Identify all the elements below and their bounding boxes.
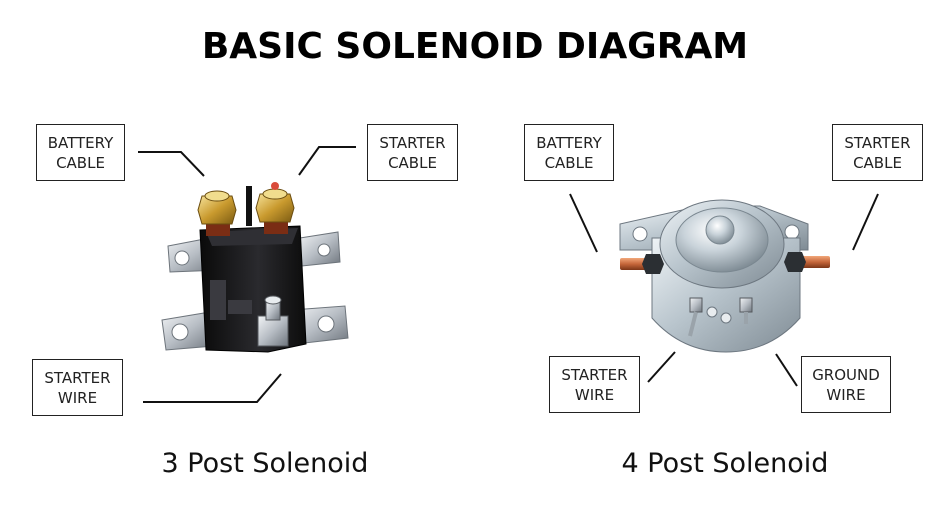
leader-ground-wire-right (775, 353, 798, 387)
right-small-terminals (688, 297, 753, 337)
label-starter-wire-right: STARTER WIRE (549, 356, 640, 413)
label-starter-wire-left-line1: STARTER (44, 368, 111, 387)
diagram-title: BASIC SOLENOID DIAGRAM (201, 26, 749, 67)
left-post-starter (255, 182, 295, 234)
three-post-solenoid-image (161, 182, 349, 353)
label-starter-cable-left: STARTER CABLE (367, 124, 458, 181)
leader-starter-wire-right (647, 351, 676, 383)
leader-battery-cable-left (138, 151, 205, 177)
leader-starter-cable-right (852, 193, 879, 251)
label-battery-cable-right-line1: BATTERY (536, 133, 602, 152)
right-leader-lines (569, 193, 879, 387)
label-starter-wire-left: STARTER WIRE (32, 359, 123, 416)
leader-starter-wire-left (143, 373, 282, 403)
right-post-starter (784, 252, 830, 272)
label-ground-wire-right-line2: WIRE (826, 385, 866, 404)
label-starter-wire-left-line2: WIRE (57, 388, 98, 407)
left-post-battery (197, 190, 237, 236)
label-battery-cable-left-line2: CABLE (56, 153, 105, 172)
label-battery-cable-right: BATTERY CABLE (524, 124, 614, 181)
label-starter-cable-right-line2: CABLE (853, 153, 902, 172)
label-starter-cable-right: STARTER CABLE (832, 124, 923, 181)
label-battery-cable-left-line1: BATTERY (47, 133, 114, 152)
label-starter-cable-left-line2: CABLE (388, 153, 437, 172)
leader-starter-cable-left (298, 146, 356, 176)
left-small-terminal (257, 295, 289, 347)
label-battery-cable-left: BATTERY CABLE (36, 124, 125, 181)
label-starter-wire-right-line2: WIRE (574, 385, 615, 404)
right-post-battery (620, 254, 664, 274)
leader-battery-cable-right (569, 193, 598, 253)
caption-four-post: 4 Post Solenoid (621, 448, 829, 479)
label-ground-wire-right: GROUND WIRE (801, 356, 891, 413)
label-starter-cable-left-line1: STARTER (379, 133, 446, 152)
left-leader-lines (138, 146, 356, 403)
label-ground-wire-right-line1: GROUND (812, 365, 880, 384)
label-battery-cable-right-line2: CABLE (544, 153, 594, 172)
caption-three-post: 3 Post Solenoid (161, 448, 369, 479)
four-post-solenoid-image (619, 199, 830, 353)
label-starter-cable-right-line1: STARTER (844, 133, 911, 152)
label-starter-wire-right-line1: STARTER (561, 365, 628, 384)
